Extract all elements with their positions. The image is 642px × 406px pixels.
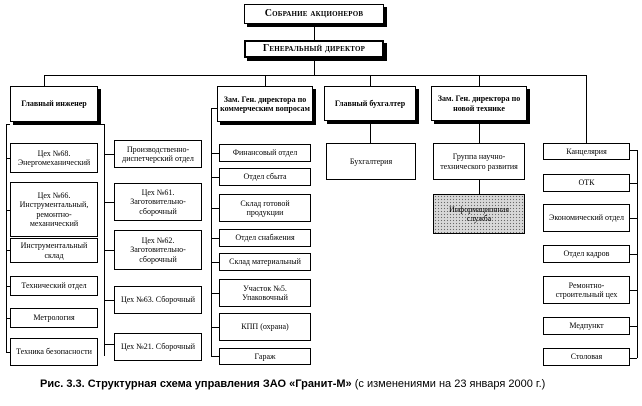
unit-box: Цех №66. Инструментальный, ремонтно-меха… — [10, 182, 98, 237]
connector — [586, 75, 587, 143]
unit-box: Метрология — [10, 308, 98, 328]
unit-box: Отдел снабжения — [219, 229, 311, 247]
connector — [265, 75, 266, 86]
connector — [211, 153, 219, 154]
connector — [630, 183, 637, 184]
unit-box: Цех №61. Заготовительно-сборочный — [114, 183, 202, 221]
connector — [104, 250, 114, 251]
connector — [98, 124, 104, 125]
deputy-director-commercial: Зам. Ген. директора по коммерческим вопр… — [217, 86, 313, 122]
unit-box: Ремонтно-строительный цех — [543, 276, 630, 304]
connector — [630, 150, 637, 151]
connector — [211, 208, 219, 209]
unit-box: Цех №62. Заготовительно-сборочный — [114, 230, 202, 270]
unit-box: Инструментальный склад — [10, 238, 98, 263]
connector — [211, 108, 212, 356]
connector — [6, 318, 10, 319]
connector — [6, 210, 10, 211]
general-director: Генеральный директор — [244, 40, 384, 58]
connector — [630, 290, 637, 291]
connector — [479, 121, 480, 143]
unit-box: Технический отдел — [10, 276, 98, 296]
connector — [211, 108, 217, 109]
unit-box: Цех №21. Сборочный — [114, 333, 202, 361]
unit-box: ОТК — [543, 174, 630, 192]
unit-box: Группа научно-технического развития — [433, 143, 525, 180]
connector — [211, 327, 219, 328]
connector — [104, 124, 105, 356]
connector — [211, 238, 219, 239]
unit-box: Отдел кадров — [543, 245, 630, 263]
connector — [479, 180, 480, 194]
caption-normal: (с изменениями на 23 января 2000 г.) — [351, 378, 546, 390]
connector — [211, 293, 219, 294]
unit-box-information-service: Информационная служба — [433, 194, 525, 234]
unit-box: Склад материальный — [219, 253, 311, 271]
shareholders-meeting: Собрание акционеров — [244, 4, 384, 24]
connector — [211, 177, 219, 178]
unit-box: КПП (охрана) — [219, 313, 311, 341]
unit-box: Техника безопасности — [10, 338, 98, 366]
connector — [104, 154, 114, 155]
connector — [44, 75, 586, 76]
chief-engineer: Главный инженер — [10, 86, 98, 122]
connector — [6, 352, 10, 353]
deputy-director-new-tech: Зам. Ген. директора по новой технике — [431, 86, 527, 121]
connector — [104, 202, 114, 203]
connector — [104, 300, 114, 301]
unit-box: Цех №68. Энергомеханический — [10, 143, 98, 173]
connector — [211, 262, 219, 263]
unit-box: Склад готовой продукции — [219, 194, 311, 222]
connector — [479, 75, 480, 86]
connector — [630, 358, 637, 359]
connector — [6, 286, 10, 287]
connector — [630, 326, 637, 327]
connector — [630, 218, 637, 219]
unit-box: Финансовый отдел — [219, 144, 311, 162]
connector — [6, 158, 10, 159]
unit-box: Отдел сбыта — [219, 168, 311, 186]
connector — [211, 356, 219, 357]
unit-box: Канцелярия — [543, 143, 630, 160]
unit-box: Столовая — [543, 348, 630, 366]
connector — [104, 344, 114, 345]
unit-box: Бухгалтерия — [326, 143, 416, 180]
connector — [370, 121, 371, 143]
connector — [630, 254, 637, 255]
figure-caption: Рис. 3.3. Структурная схема управления З… — [40, 378, 640, 390]
chief-accountant: Главный бухгалтер — [324, 86, 416, 121]
unit-box: Гараж — [219, 348, 311, 365]
connector — [6, 250, 10, 251]
unit-box: Производственно-диспетчерский отдел — [114, 140, 202, 168]
unit-box: Медпункт — [543, 317, 630, 335]
connector — [6, 124, 10, 125]
unit-box: Участок №5. Упаковочный — [219, 279, 311, 307]
connector — [44, 75, 45, 86]
connector — [314, 58, 315, 75]
caption-bold: Рис. 3.3. Структурная схема управления З… — [40, 378, 352, 390]
unit-box: Экономический отдел — [543, 204, 630, 232]
connector — [6, 124, 7, 352]
connector — [314, 24, 315, 40]
connector — [637, 150, 638, 358]
connector — [370, 75, 371, 86]
unit-box: Цех №63. Сборочный — [114, 286, 202, 314]
